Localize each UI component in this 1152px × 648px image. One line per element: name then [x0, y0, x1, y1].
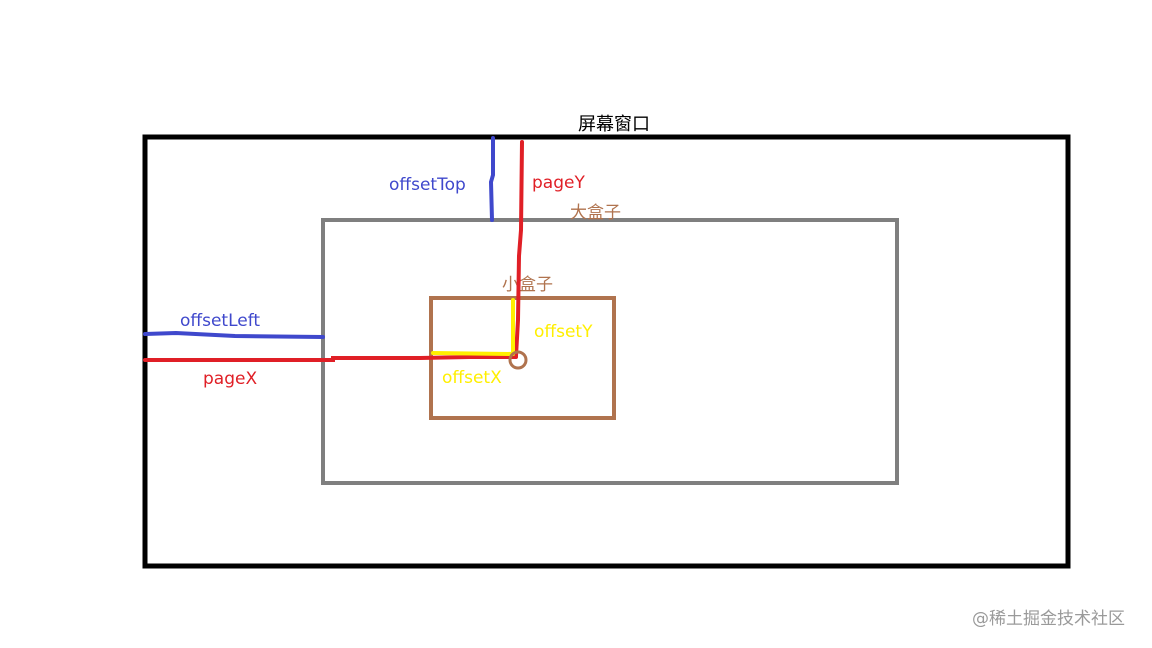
offset-y-label: offsetY: [534, 322, 593, 342]
big-box-frame: [321, 218, 899, 485]
page-x-line: [143, 355, 518, 362]
offset-x-label: offsetX: [442, 368, 502, 388]
offset-left-line: [143, 330, 325, 339]
watermark-text: @稀土掘金技术社区: [972, 609, 1125, 629]
offset-left-label: offsetLeft: [180, 311, 260, 331]
screen-window-label: 屏幕窗口: [578, 114, 650, 135]
offset-x-line: [431, 351, 515, 356]
mouse-point-marker: [508, 350, 528, 370]
offset-top-line: [488, 136, 495, 222]
big-box-label: 大盒子: [570, 203, 621, 223]
screen-window-frame: [142, 134, 1071, 569]
page-x-label: pageX: [203, 369, 257, 389]
small-box-label: 小盒子: [502, 275, 553, 295]
offset-top-label: offsetTop: [389, 175, 466, 195]
page-y-label: pageY: [532, 173, 585, 193]
page-y-line: [514, 140, 524, 358]
